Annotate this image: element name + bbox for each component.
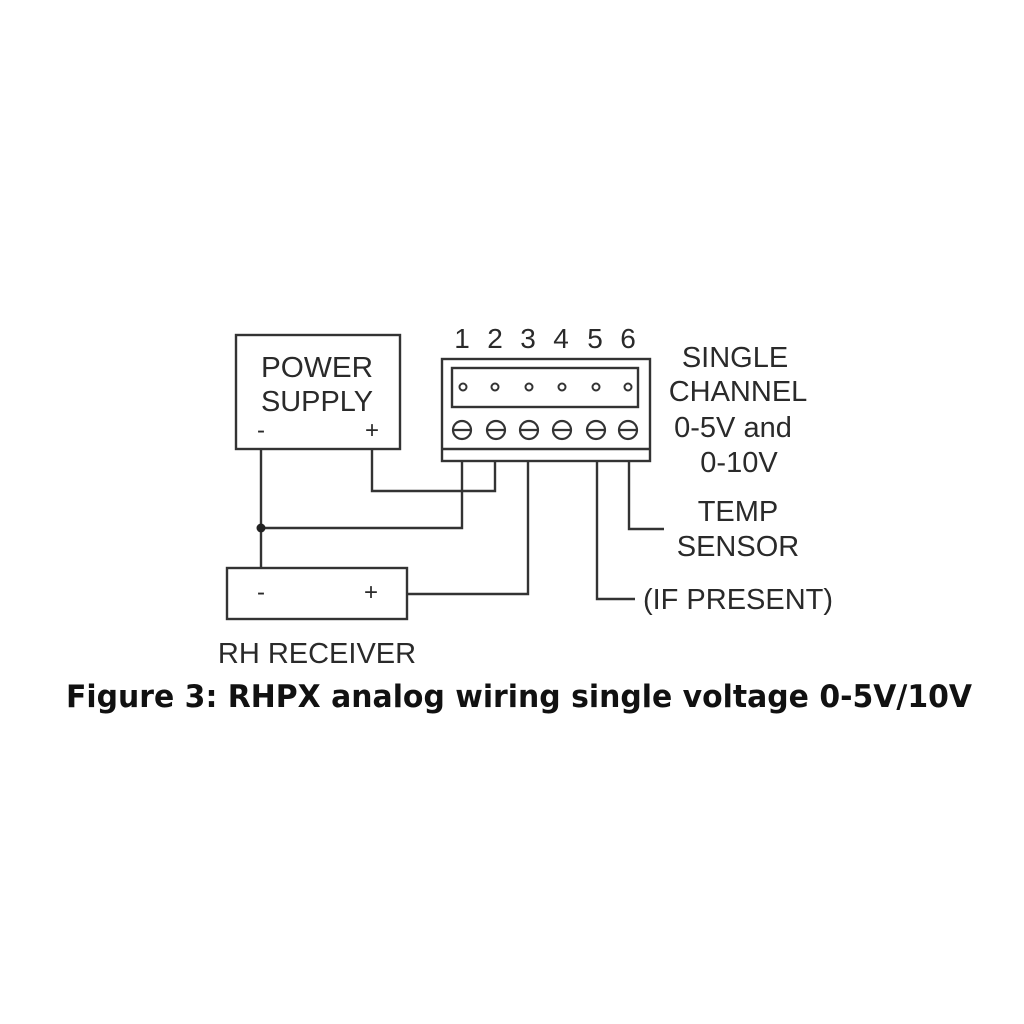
terminal-hole-icon: [524, 382, 534, 392]
terminal-holes: [458, 382, 633, 392]
rh-receiver-box: [225, 566, 409, 621]
if-present-label: (IF PRESENT): [643, 584, 833, 616]
channel-label-line1: SINGLE: [682, 342, 788, 374]
wire-terminal6-temp-sensor: [627, 461, 664, 531]
rh-receiver-pos-label: +: [364, 579, 378, 606]
terminal-number-4: 4: [553, 323, 569, 354]
terminal-hole-icon: [623, 382, 633, 392]
junction-dot: [256, 523, 266, 533]
channel-label-line2: CHANNEL: [669, 376, 808, 408]
power-supply-title-line1: POWER: [261, 352, 373, 384]
power-supply-box: [234, 333, 402, 451]
terminal-block: 1 2 3 4 5 6: [440, 323, 652, 463]
terminal-hole-icon: [591, 382, 601, 392]
power-supply: POWER SUPPLY - +: [234, 333, 402, 451]
temp-sensor-line1: TEMP: [698, 496, 779, 528]
terminal-number-2: 2: [487, 323, 503, 354]
screw-icon: [585, 419, 607, 441]
wires: [256, 449, 664, 601]
rh-receiver: - + RH RECEIVER: [218, 566, 416, 670]
terminal-number-3: 3: [520, 323, 536, 354]
power-supply-neg-label: -: [257, 417, 265, 444]
terminal-screws: [451, 419, 639, 441]
rh-receiver-label: RH RECEIVER: [218, 638, 416, 670]
channel-label-line3: 0-5V and: [674, 412, 792, 444]
temp-sensor-label: TEMP SENSOR: [677, 496, 799, 563]
wire-ps-pos-to-terminal2: [370, 449, 497, 493]
channel-label: SINGLE CHANNEL 0-5V and 0-10V: [669, 342, 808, 479]
terminal-number-6: 6: [620, 323, 636, 354]
screw-icon: [617, 419, 639, 441]
terminal-number-5: 5: [587, 323, 603, 354]
figure-caption: Figure 3: RHPX analog wiring single volt…: [66, 679, 972, 715]
wire-terminal1-to-ps-neg: [261, 461, 464, 530]
screw-icon: [518, 419, 540, 441]
terminal-hole-icon: [458, 382, 468, 392]
terminal-hole-icon: [490, 382, 500, 392]
channel-label-line4: 0-10V: [700, 447, 778, 479]
terminal-hole-icon: [557, 382, 567, 392]
wire-terminal5-if-present: [595, 461, 635, 601]
screw-icon: [451, 419, 473, 441]
terminal-number-1: 1: [454, 323, 470, 354]
rh-receiver-neg-label: -: [257, 579, 265, 606]
power-supply-title-line2: SUPPLY: [261, 386, 373, 418]
wire-terminal3-to-rh-pos: [407, 461, 530, 596]
power-supply-pos-label: +: [365, 417, 379, 444]
screw-icon: [551, 419, 573, 441]
temp-sensor-line2: SENSOR: [677, 531, 799, 563]
screw-icon: [485, 419, 507, 441]
terminal-block-socket: [450, 366, 640, 409]
